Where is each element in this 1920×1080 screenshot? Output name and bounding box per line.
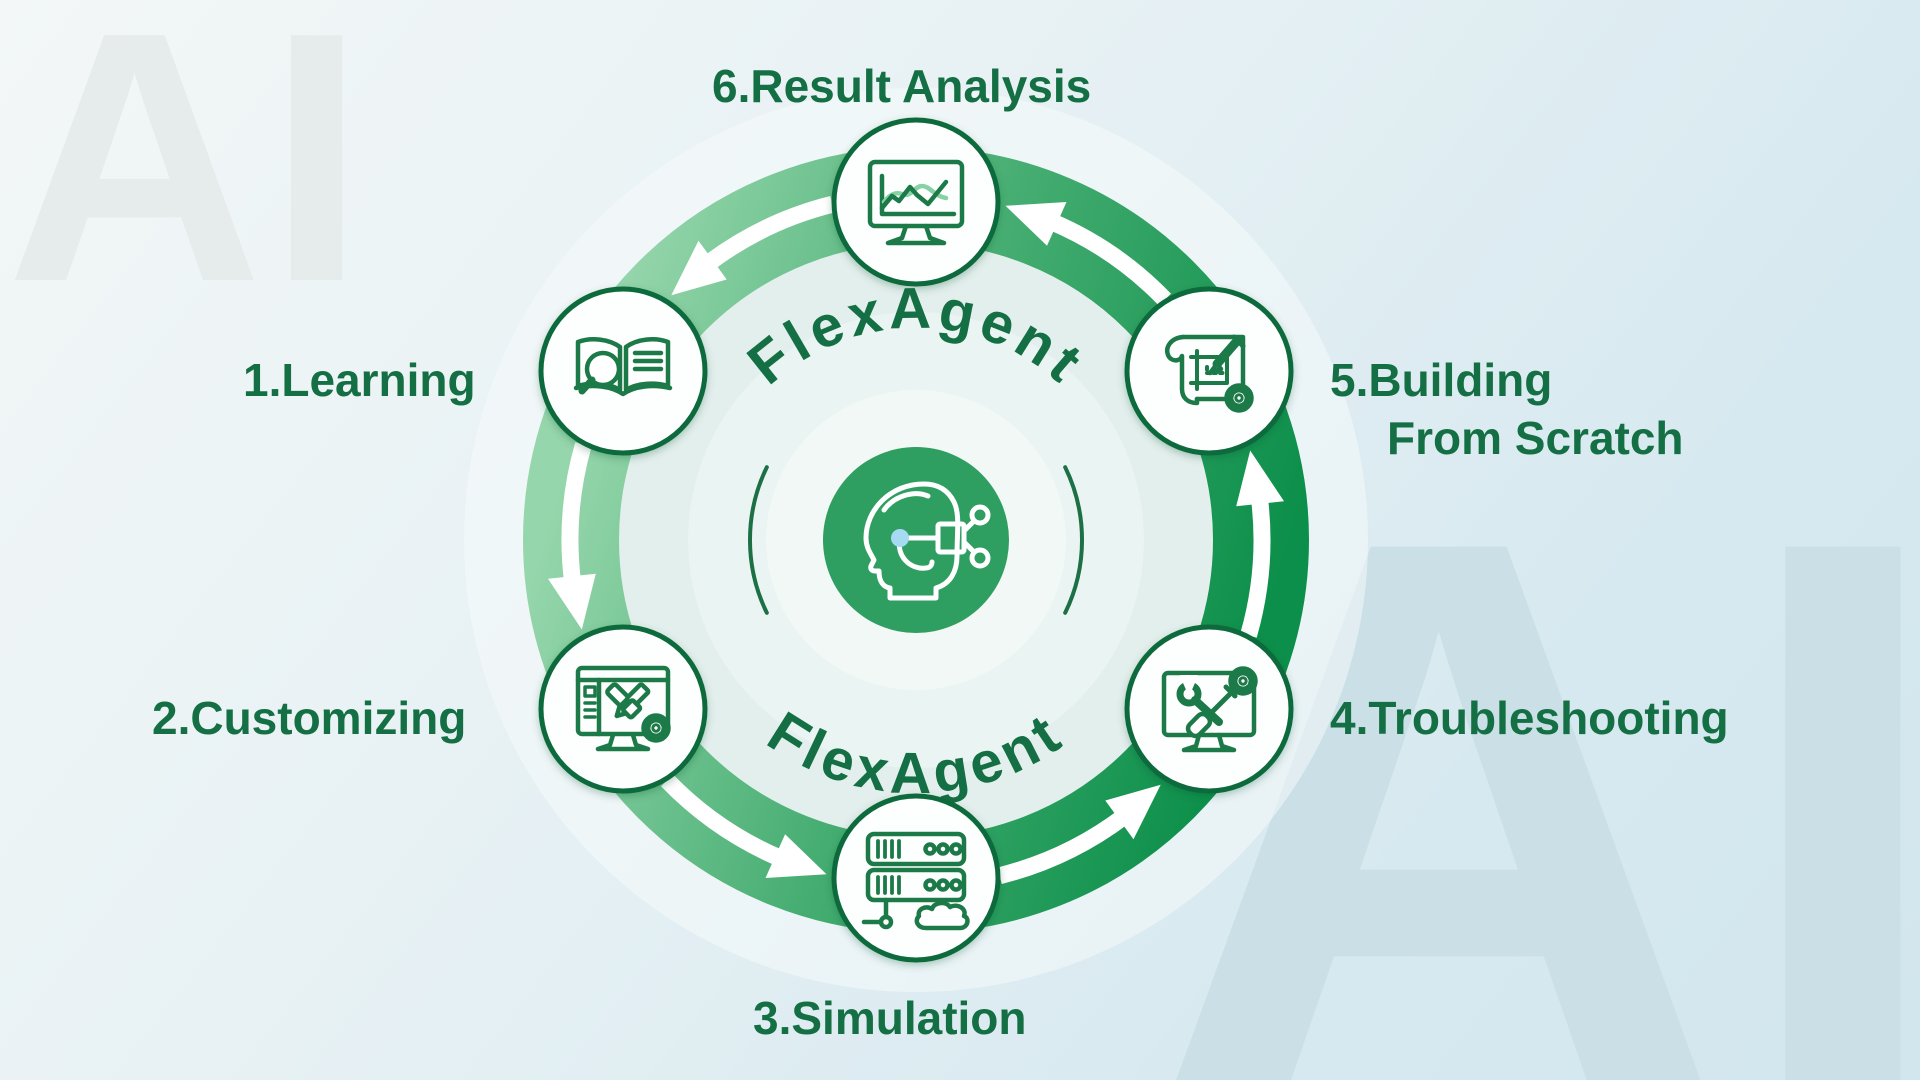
arrow-6-to-1-icon — [671, 196, 835, 296]
watermark-ai-top-left: AI — [6, 0, 370, 356]
arrow-3-to-4-icon — [997, 784, 1161, 884]
node-troubleshooting — [1124, 624, 1294, 794]
left-paren-arc — [748, 465, 769, 615]
step-label-learning: 1.Learning — [243, 354, 476, 406]
right-paren-arc — [1063, 465, 1084, 615]
node-simulation — [831, 793, 1001, 963]
node-result-analysis — [831, 117, 1001, 287]
node-building-from-scratch — [1124, 286, 1294, 456]
ai-head-circuit-icon — [863, 481, 991, 601]
monitor-wrench-screwdriver-gear-icon — [1161, 669, 1256, 753]
node-learning — [538, 286, 708, 456]
step-label-building-line1: 5.Building — [1330, 354, 1553, 406]
center-brand-circle — [823, 447, 1009, 633]
server-stack-cloud-icon — [861, 831, 970, 931]
arrow-2-to-3-icon — [660, 774, 827, 878]
blueprint-pencil-gear-icon — [1165, 334, 1251, 411]
step-label-simulation: 3.Simulation — [753, 992, 1027, 1044]
flow-arrows — [548, 196, 1284, 884]
book-magnifier-icon — [573, 337, 673, 397]
step-label-result-analysis: 6.Result Analysis — [712, 60, 1092, 112]
step-label-building-from-scratch: 5.Building From Scratch — [1330, 352, 1684, 468]
monitor-analytics-chart-icon — [867, 159, 965, 246]
step-label-troubleshooting: 4.Troubleshooting — [1330, 692, 1729, 744]
arrow-1-to-2-icon — [548, 442, 596, 630]
step-label-building-line2: From Scratch — [1387, 411, 1684, 464]
monitor-design-tools-gear-icon — [575, 665, 669, 752]
step-label-customizing: 2.Customizing — [152, 692, 467, 744]
arrow-5-to-6-icon — [1005, 202, 1172, 306]
node-customizing — [538, 624, 708, 794]
blue-dot — [891, 529, 909, 547]
arrow-4-to-5-icon — [1236, 450, 1284, 638]
